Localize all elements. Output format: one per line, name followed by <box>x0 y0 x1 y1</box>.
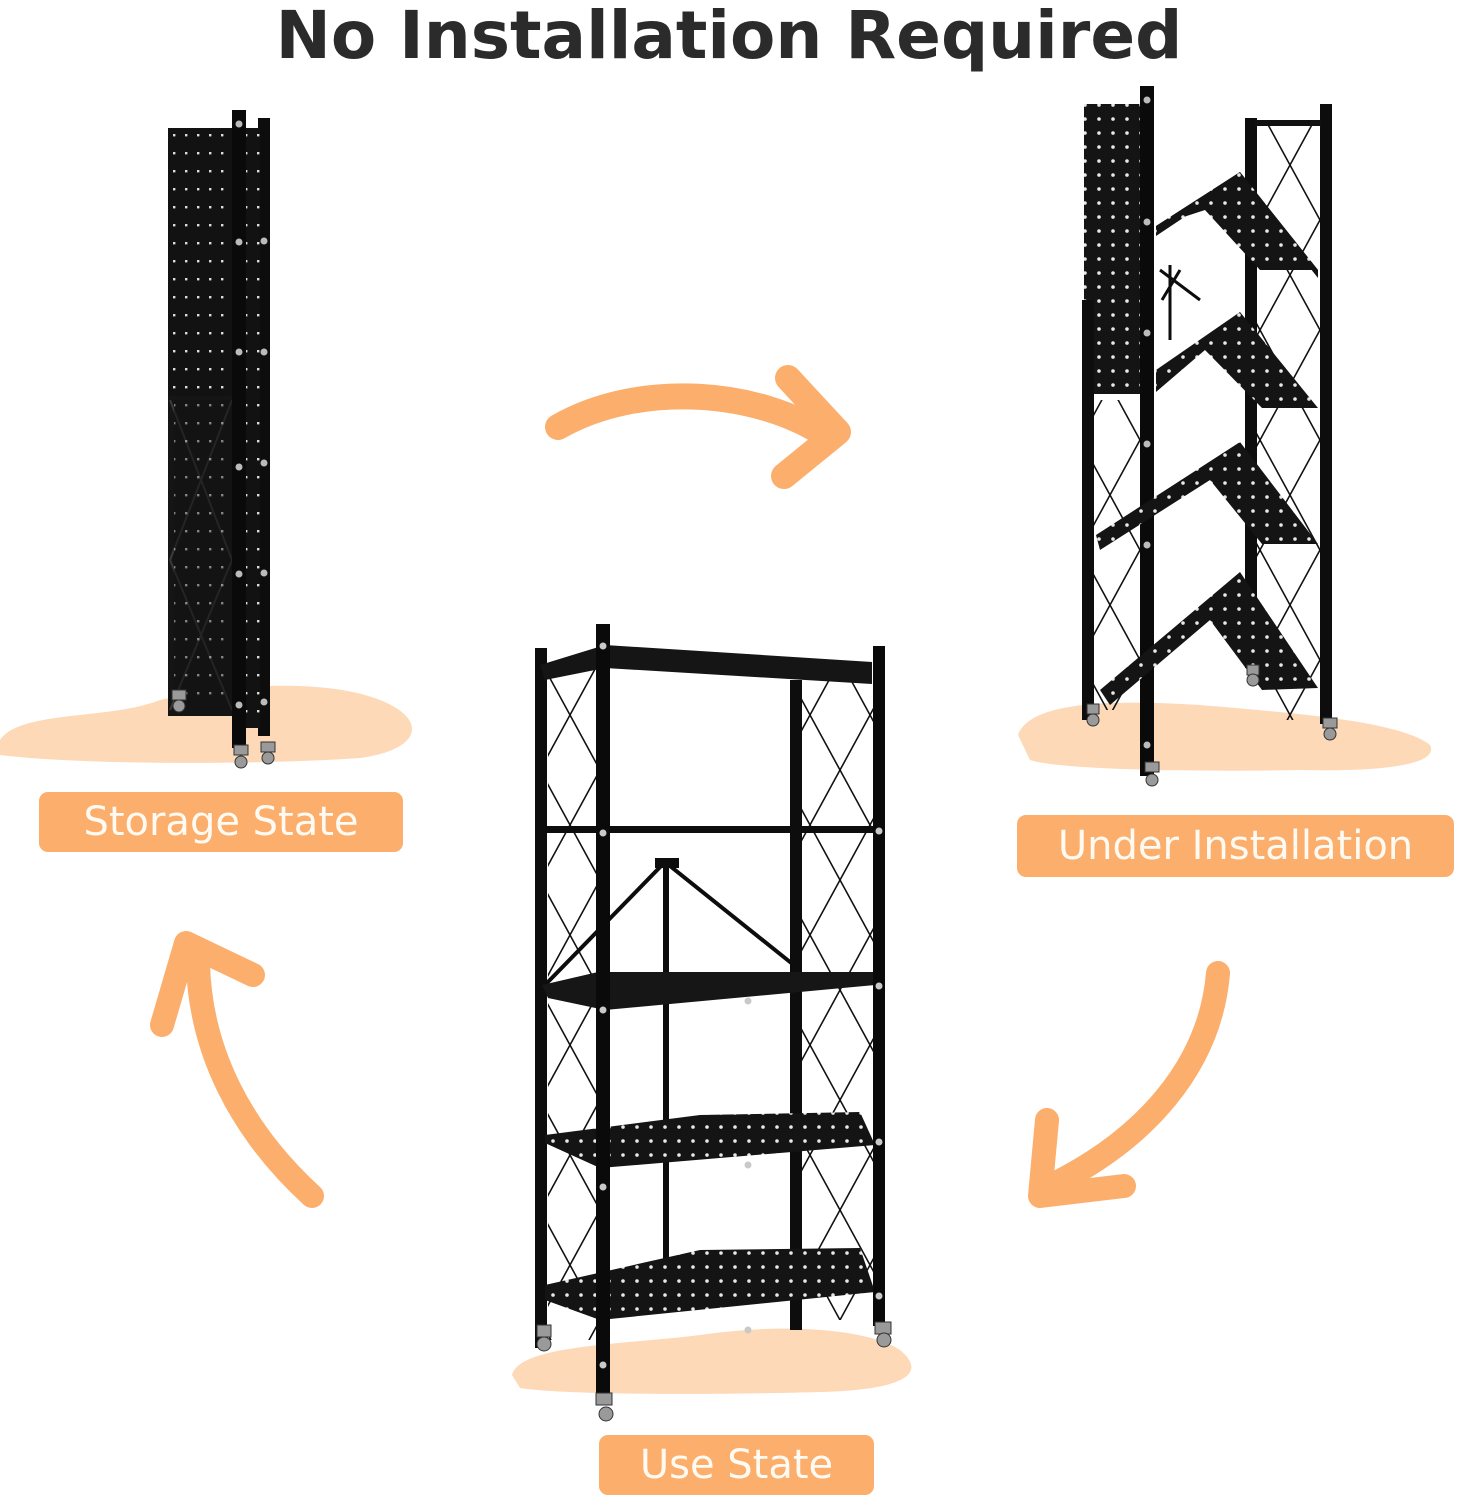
storage-state-rack <box>168 110 276 769</box>
floor-shadow-under <box>1018 702 1432 771</box>
use-state-rack <box>535 624 892 1422</box>
use-state-label: Use State <box>599 1435 874 1495</box>
under-installation-rack <box>1082 86 1338 787</box>
arrow-right-icon <box>545 365 851 489</box>
floor-shadow-storage <box>0 685 413 763</box>
page-title: No Installation Required <box>275 0 1183 74</box>
storage-state-label: Storage State <box>39 792 403 852</box>
arrow-down-left-icon <box>1028 961 1230 1208</box>
arrow-up-icon <box>150 931 324 1208</box>
floor-shadow-use <box>512 1328 912 1394</box>
under-installation-label: Under Installation <box>1017 815 1454 877</box>
